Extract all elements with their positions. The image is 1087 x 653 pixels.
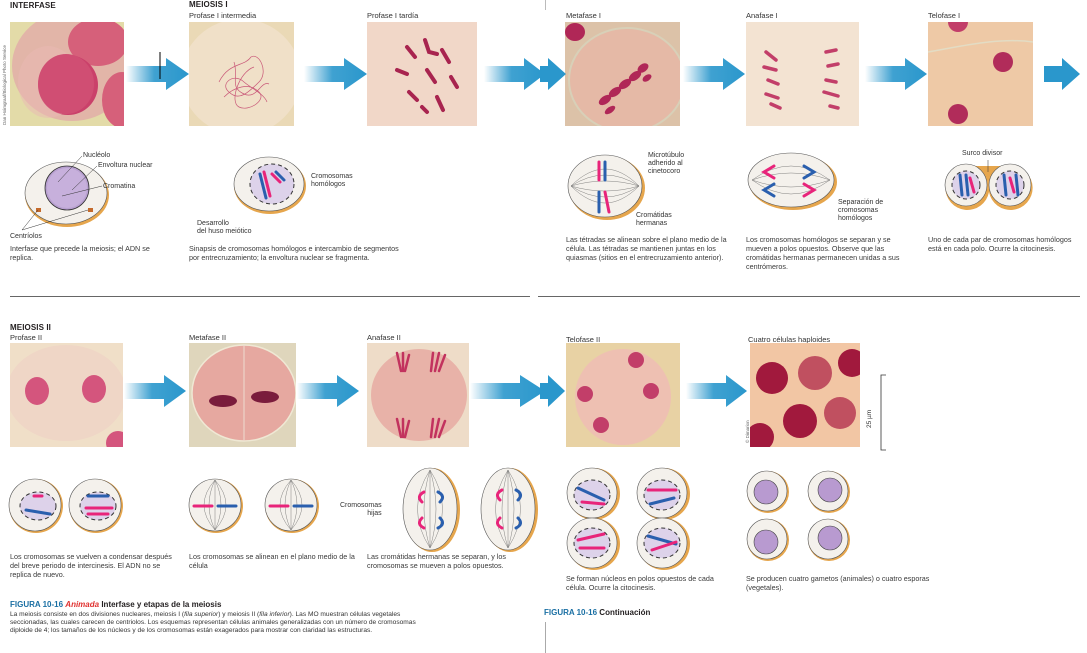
stage-label-anafase-1: Anafase I [746,11,778,20]
caption-interfase: Interfase que precede la meiosis; el ADN… [10,244,150,262]
diagram-profase-1 [233,156,306,214]
stage-label-anafase-2: Anafase II [367,333,401,342]
meiosis-2-title: MEIOSIS II [10,323,52,332]
caption-metafase-1: Las tétradas se alinean sobre el plano m… [566,235,727,262]
caption-profase-1: Sinapsis de cromosomas homólogos e inter… [189,244,399,262]
caption-italic-1: fila superior [184,611,219,618]
label-cromatidas-hermanas: Cromátidas hermanas [636,212,672,227]
metafase-2-micrograph [191,344,296,442]
photo-cuatro-celulas [750,343,860,447]
diagram-anafase-1 [747,152,837,210]
column-divider-bottom [545,622,546,653]
photo-profase-1-intermedia [189,22,294,126]
meiosis-1-title: MEIOSIS I [189,0,228,9]
figure-caption-body: La meiosis consiste en dos divisiones nu… [10,611,430,636]
continuation-number: FIGURA 10-16 [544,608,598,617]
arrow-4 [683,58,745,90]
figure-title: FIGURA 10-16 Animada Interfase y etapas … [10,600,221,609]
telofase-1-micrograph [928,22,1033,124]
diagram-profase-2 [8,478,123,533]
continuation-title: FIGURA 10-16 Continuación [544,608,650,617]
label-cromosomas-hijas: Cromosomas hijas [340,502,382,517]
anafase-2-micrograph [371,349,467,441]
diagram-cuatro-celulas [746,470,850,561]
caption-part-2: ) y meiosis II ( [218,611,260,618]
photo-interfase [10,22,124,126]
caption-telofase-1: Uno de cada par de cromosomas homólogos … [928,235,1072,253]
photo-metafase-2 [189,343,296,447]
arrow-8 [297,375,359,407]
photo-profase-1-tardia [367,22,477,126]
label-separacion-cromosomas: Separación de cromosomas homólogos [838,199,884,222]
stage-label-profase-2: Profase II [10,333,43,342]
label-surco-divisor: Surco divisor [962,150,1003,157]
diagram-metafase-2 [188,478,319,533]
scale-bar [880,374,886,451]
caption-part-1: La meiosis consiste en dos divisiones nu… [10,611,185,618]
anafase-1-micrograph [762,48,840,110]
caption-telofase-2: Se forman núcleos en polos opuestos de c… [566,574,714,592]
interfase-leader-lines [21,155,103,231]
diagram-telofase-2 [566,467,690,570]
label-microtubulo: Microtúbulo adherido al cinetocoro [648,152,685,175]
arrow-3 [484,58,566,90]
figure-title-text: Interfase y etapas de la meiosis [101,600,222,609]
label-centriolos: Centríolos [10,233,42,240]
profase-2-micrograph [10,345,123,447]
caption-anafase-2: Las cromátidas hermanas se separan, y lo… [367,552,507,570]
arrow-9 [470,375,565,407]
row-separator-left [10,296,530,297]
label-nucleolo: Nucléolo [83,152,111,159]
label-cromosomas-homologos: Cromosomas homólogos [311,173,353,188]
stage-label-telofase-1: Telofase I [928,11,961,20]
interfase-title: INTERFASE [10,1,56,10]
stage-label-metafase-2: Metafase II [189,333,227,342]
stage-label-profase-1-intermedia: Profase I intermedia [189,11,257,20]
interfase-micrograph [12,22,124,126]
scale-bar-label: 25 µm [866,409,873,428]
stage-label-telofase-2: Telofase II [566,335,601,344]
arrow-10 [686,375,747,407]
telofase-2-micrograph [575,349,671,445]
stage-label-metafase-1: Metafase I [566,11,602,20]
arrow-5 [865,58,927,90]
photo-telofase-1 [928,22,1033,126]
label-cromatina: Cromatina [103,183,136,190]
caption-cuatro-celulas: Se producen cuatro gametos (animales) o … [746,574,930,592]
profase-1-intermedia-micrograph [189,22,294,126]
stage-label-profase-1-tardia: Profase I tardía [367,11,419,20]
photo-telofase-2 [566,343,680,447]
metafase-1-micrograph [565,23,680,126]
arrow-1 [126,58,189,90]
diagram-metafase-1 [567,154,645,220]
figure-number: FIGURA 10-16 [10,600,64,609]
arrow-2 [304,58,367,90]
label-desarrollo-huso: Desarrollo del huso meiótico [197,220,252,235]
stage-label-cuatro-celulas: Cuatro células haploides [748,335,831,344]
caption-anafase-1: Los cromosomas homólogos se separan y se… [746,235,900,271]
continuation-text: Continuación [599,608,651,617]
caption-part-3: ). Las MO muestran células vegetales sec… [10,611,416,635]
figure-animada: Animada [65,600,100,609]
photo-credit-dimarion: © Dimarion [745,420,750,443]
caption-profase-2: Los cromosomas se vuelven a condensar de… [10,552,172,579]
photo-anafase-1 [746,22,859,126]
photo-metafase-1 [565,22,680,126]
cuatro-celulas-micrograph [750,349,860,447]
photo-profase-2 [10,343,123,447]
diagram-telofase-1 [944,160,1033,210]
column-divider-top [545,0,546,10]
diagram-anafase-2 [402,467,538,552]
photo-anafase-2 [367,343,469,447]
caption-metafase-2: Los cromosomas se alinean en el plano me… [189,552,355,570]
caption-italic-2: fila inferior [259,611,290,618]
arrow-7 [124,375,186,407]
arrow-6 [1044,58,1080,90]
label-envoltura-nuclear: Envoltura nuclear [98,162,153,169]
row-separator-right [538,296,1080,297]
profase-1-tardia-micrograph [395,38,459,114]
